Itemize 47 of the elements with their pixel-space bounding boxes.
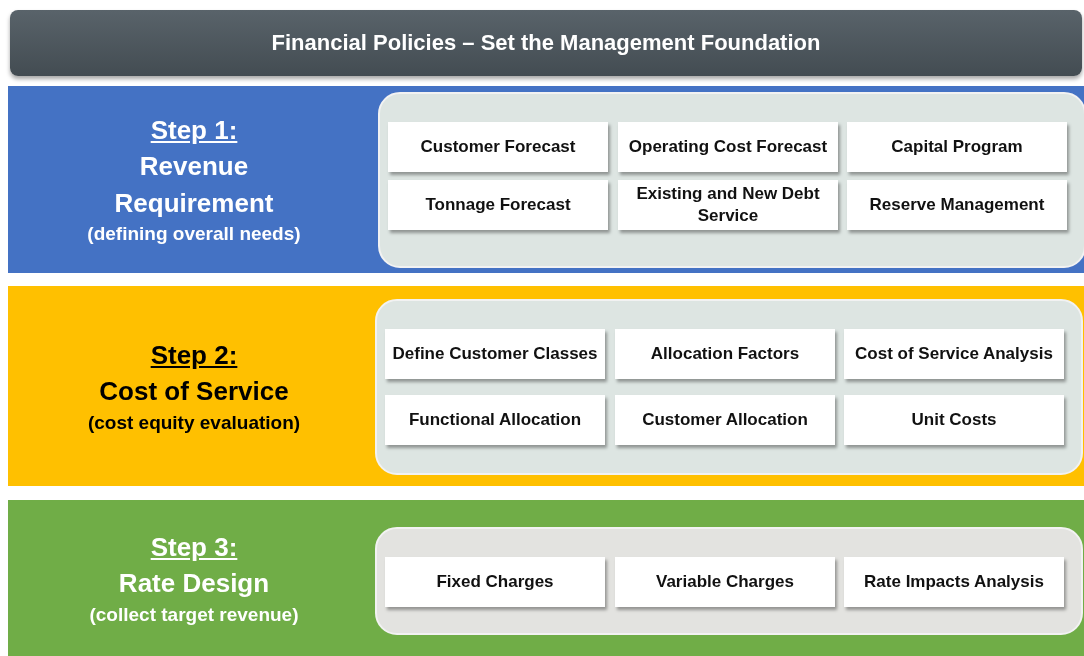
process-box xyxy=(618,180,838,230)
box-label: Functional Allocation xyxy=(408,408,582,431)
box-label: Reserve Management xyxy=(869,193,1045,216)
box-label: Rate Impacts Analysis xyxy=(864,570,1044,593)
box-label: Customer Forecast xyxy=(420,135,576,158)
step-title: Rate Design xyxy=(118,567,270,601)
step-subtitle: (defining overall needs) xyxy=(87,222,301,247)
group-panel xyxy=(378,92,1084,268)
process-box xyxy=(847,122,1067,172)
step-title: Cost of Service xyxy=(99,375,289,409)
box-label: Define Customer Classes xyxy=(392,342,598,365)
box-label: Capital Program xyxy=(891,135,1023,158)
process-box xyxy=(385,395,605,445)
step-band xyxy=(8,500,1084,656)
box-label: Variable Charges xyxy=(656,570,794,593)
step-title: Revenue Requirement xyxy=(113,150,275,220)
process-box xyxy=(388,180,608,230)
box-label: Existing and New Debt Service xyxy=(635,182,821,227)
process-box xyxy=(388,122,608,172)
box-label: Customer Allocation xyxy=(642,408,808,431)
group-panel xyxy=(375,527,1083,635)
step-number: Step 1: xyxy=(150,114,238,148)
step-subtitle: (cost equity evaluation) xyxy=(87,410,301,435)
step-band xyxy=(8,286,1084,486)
step-band xyxy=(8,86,1084,273)
box-label: Allocation Factors xyxy=(650,342,800,365)
process-box xyxy=(844,395,1064,445)
box-label: Cost of Service Analysis xyxy=(855,342,1053,365)
process-box xyxy=(615,557,835,607)
box-label: Tonnage Forecast xyxy=(425,193,571,216)
box-label: Unit Costs xyxy=(911,408,997,431)
step-subtitle: (collect target revenue) xyxy=(89,602,299,627)
title-bar xyxy=(10,10,1082,76)
box-label: Fixed Charges xyxy=(436,570,554,593)
process-box xyxy=(844,557,1064,607)
process-box xyxy=(844,329,1064,379)
process-box xyxy=(615,329,835,379)
process-box xyxy=(385,329,605,379)
process-box xyxy=(385,557,605,607)
process-box xyxy=(618,122,838,172)
group-panel xyxy=(375,299,1083,475)
title-text: Financial Policies – Set the Management Foundation xyxy=(271,30,821,56)
box-label: Operating Cost Forecast xyxy=(628,135,828,158)
step-number: Step 3: xyxy=(150,530,238,564)
process-box xyxy=(847,180,1067,230)
process-box xyxy=(615,395,835,445)
step-number: Step 2: xyxy=(150,338,238,372)
